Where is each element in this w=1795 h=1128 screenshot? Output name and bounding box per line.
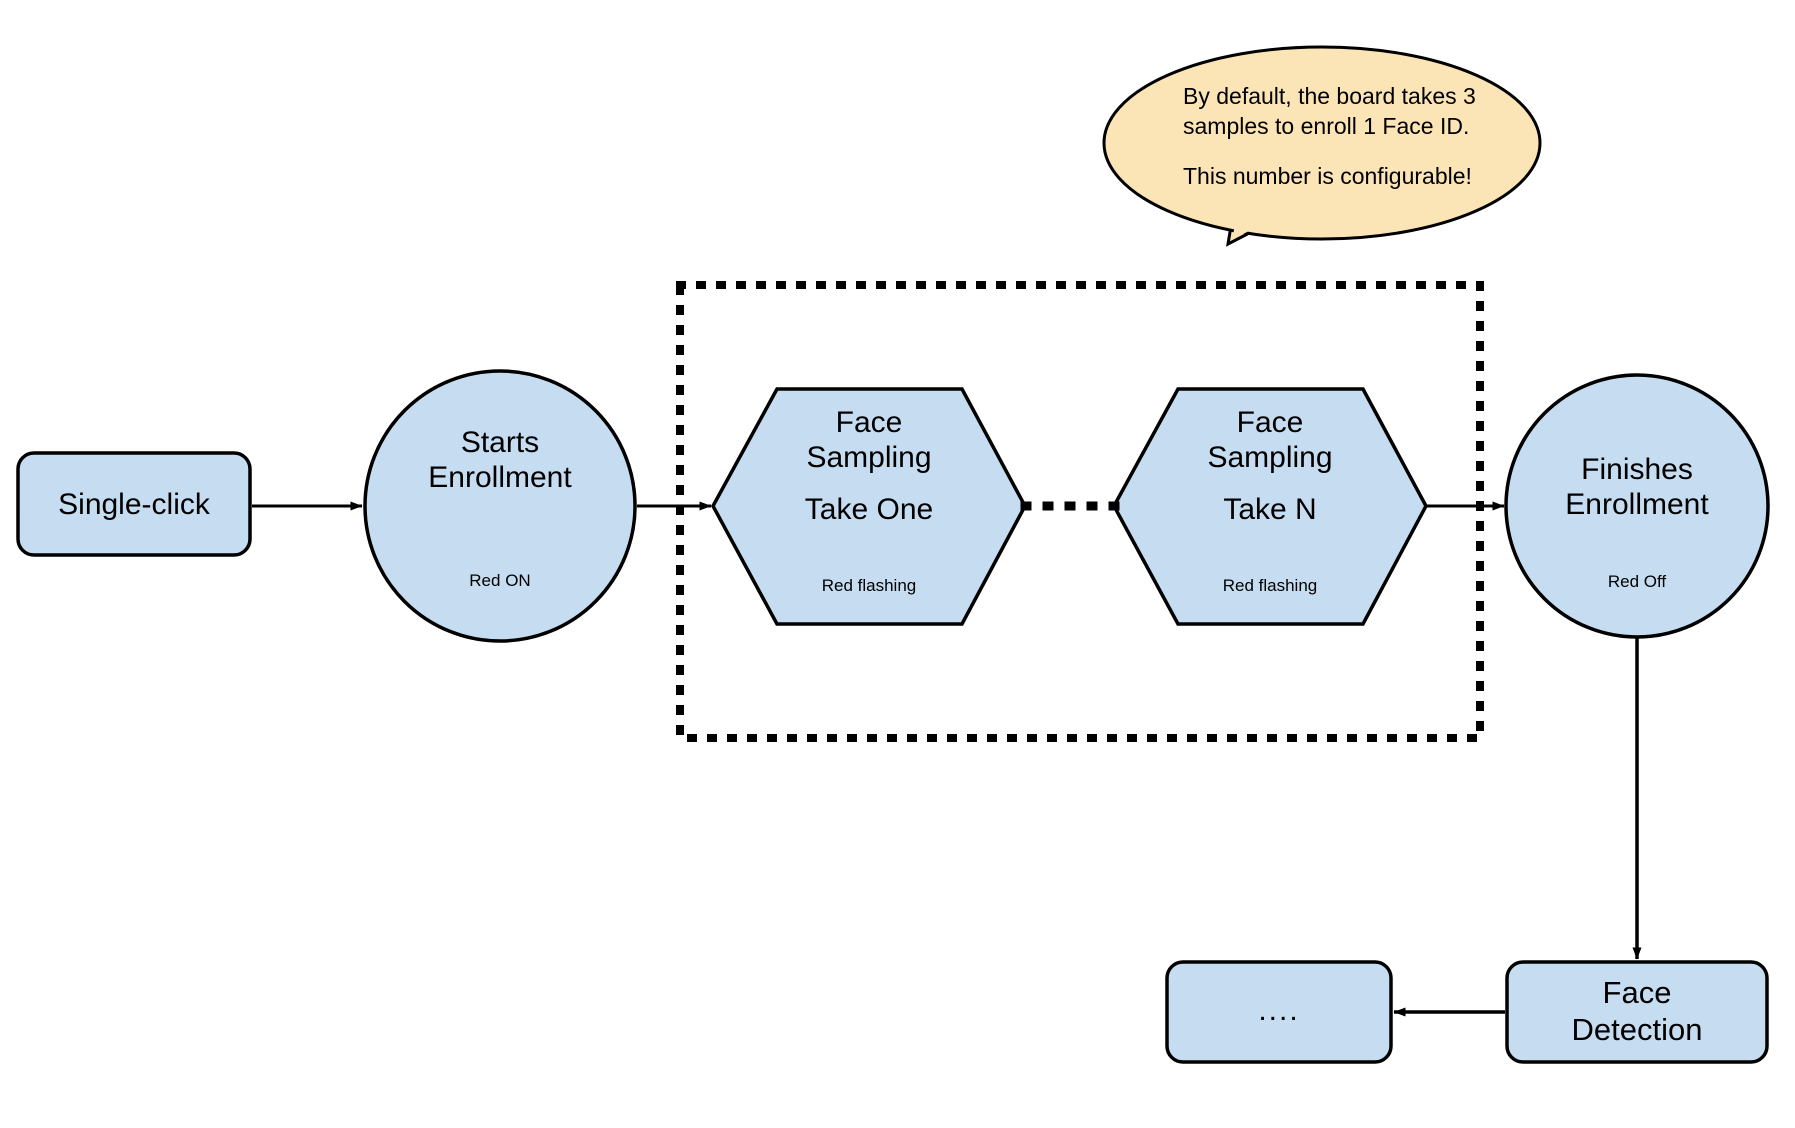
callout-bubble bbox=[1102, 45, 1542, 241]
callout-tail-fill bbox=[1232, 200, 1292, 240]
node-face-sampling-take-one-shape[interactable] bbox=[711, 387, 1027, 626]
sampling-loop-group-border bbox=[676, 281, 1484, 742]
node-face-sampling-take-n-shape[interactable] bbox=[1112, 387, 1428, 626]
node-starts-enrollment-shape[interactable] bbox=[363, 369, 637, 643]
node-finishes-enrollment-shape[interactable] bbox=[1504, 373, 1770, 639]
node-face-detection-shape[interactable] bbox=[1505, 960, 1769, 1064]
node-continuation-shape[interactable] bbox=[1165, 960, 1393, 1064]
node-single-click-shape[interactable] bbox=[16, 451, 252, 557]
